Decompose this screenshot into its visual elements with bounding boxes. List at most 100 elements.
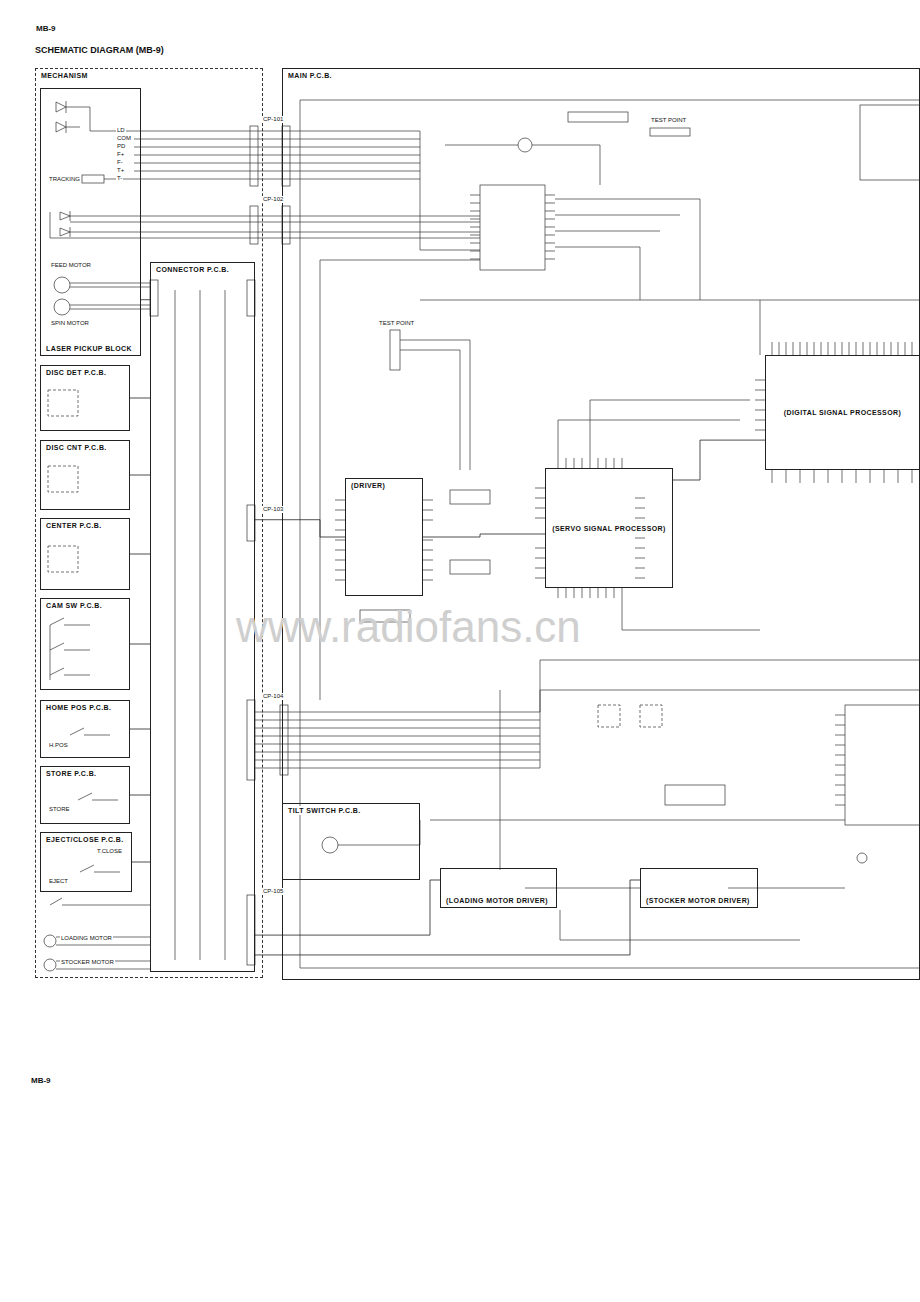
pcb-box: LASER PICKUP BLOCK	[40, 88, 141, 356]
signal-label: LOADING MOTOR	[60, 935, 113, 942]
connector-symbol	[282, 126, 290, 186]
wire	[400, 340, 470, 470]
signal-label: T-	[116, 175, 123, 182]
signal-label: STOCKER MOTOR	[60, 959, 115, 966]
node-title: (DIGITAL SIGNAL PROCESSOR)	[782, 408, 903, 417]
wire-connector	[130, 475, 150, 476]
node-title: (SERVO SIGNAL PROCESSOR)	[550, 524, 668, 533]
signal-label: CP-102	[262, 196, 284, 203]
test-point-connector	[390, 330, 400, 370]
signal-label: LD	[116, 127, 126, 134]
node-title: EJECT/CLOSE P.C.B.	[44, 835, 125, 844]
pcb-box: TILT SWITCH P.C.B.	[282, 803, 420, 880]
transistor-package	[598, 705, 620, 727]
ic-box: (SERVO SIGNAL PROCESSOR)	[545, 468, 673, 588]
wire	[555, 199, 700, 300]
tracking-coil	[82, 175, 104, 183]
node-title: STORE P.C.B.	[44, 769, 98, 778]
spin-motor-symbol	[54, 299, 70, 315]
signal-label: STORE	[48, 806, 71, 813]
switch-symbol	[70, 728, 110, 735]
wire-connector	[132, 862, 150, 863]
transistor-symbol	[518, 138, 532, 152]
signal-label: MB-9	[35, 24, 57, 34]
photo-interrupter	[48, 390, 78, 416]
signal-label: H.POS	[48, 742, 69, 749]
connector-symbol	[150, 280, 158, 316]
signal-label: COM	[116, 135, 132, 142]
test-point-connector	[650, 128, 690, 136]
wire-connector	[423, 534, 545, 537]
node-title: LASER PICKUP BLOCK	[44, 344, 134, 353]
pcb-box: STORE P.C.B.	[40, 766, 130, 824]
stocker-motor-symbol	[44, 959, 56, 971]
board-region: MAIN P.C.B. (DRIVER) (SERVO SIGNAL PROCESS…	[282, 68, 920, 980]
board-region: MECHANISM LASER PICKUP BLOCK CONNECTOR P.C…	[35, 68, 263, 978]
pcb-box: DISC CNT P.C.B.	[40, 440, 130, 510]
ic-box: (DRIVER)	[345, 478, 423, 596]
component-symbol	[857, 853, 867, 863]
signal-label: SPIN MOTOR	[50, 320, 90, 327]
feed-motor-symbol	[54, 277, 70, 293]
wire-connector	[130, 398, 150, 399]
wire-group	[44, 100, 920, 971]
mechanism-bus	[255, 712, 540, 768]
pcb-box: CENTER P.C.B.	[40, 518, 130, 590]
node-title: MAIN P.C.B.	[286, 71, 334, 80]
node-title: CAM SW P.C.B.	[44, 601, 104, 610]
ic-symbol	[860, 105, 920, 180]
connector-symbol	[250, 126, 258, 186]
capacitor-symbol	[450, 560, 490, 574]
motor-wires	[50, 898, 150, 969]
node-title: MECHANISM	[39, 71, 90, 80]
signal-label: FEED MOTOR	[50, 262, 92, 269]
signal-label: T.CLOSE	[96, 848, 123, 855]
wire-connector	[255, 520, 345, 537]
photodiode-symbol	[56, 121, 80, 133]
diode-symbol	[60, 211, 70, 237]
node-title: (LOADING MOTOR DRIVER)	[444, 896, 550, 905]
wire	[445, 145, 600, 185]
signal-label: CP-104	[262, 693, 284, 700]
wire-connector	[130, 729, 150, 730]
wire-connector	[130, 795, 150, 796]
signal-label: CP-105	[262, 888, 284, 895]
wire	[500, 660, 920, 870]
signal-label: EJECT	[48, 878, 69, 885]
connector-symbol	[250, 206, 258, 244]
node-title: (STOCKER MOTOR DRIVER)	[644, 896, 752, 905]
photo-interrupter	[48, 466, 78, 492]
pickup-bus	[50, 212, 480, 238]
coil-symbol	[568, 112, 628, 122]
node-title: CONNECTOR P.C.B.	[154, 265, 231, 274]
ic-box: (DIGITAL SIGNAL PROCESSOR)	[765, 355, 920, 470]
wire	[300, 100, 920, 968]
diagram-title: SCHEMATIC DIAGRAM (MB-9)	[35, 45, 164, 55]
wire-connector	[130, 644, 150, 645]
ic-symbol	[845, 705, 920, 825]
signal-label: F-	[116, 159, 124, 166]
signal-label: TEST POINT	[378, 320, 415, 327]
signal-label: CP-103	[262, 506, 284, 513]
loading-motor-symbol	[44, 935, 56, 947]
ic-symbol	[480, 185, 545, 270]
motor-wires	[70, 283, 150, 309]
ic-pins	[335, 500, 433, 580]
phototransistor-symbol	[322, 837, 338, 853]
switch-symbol	[50, 618, 90, 680]
signal-label: F+	[116, 151, 125, 158]
wire-connector	[673, 440, 765, 480]
signal-label: T+	[116, 167, 125, 174]
ic-pins	[835, 715, 845, 805]
ic-pins	[470, 195, 555, 259]
wire-connector	[130, 554, 150, 555]
ic-box: (LOADING MOTOR DRIVER)	[440, 868, 557, 908]
ic-box: (STOCKER MOTOR DRIVER)	[640, 868, 758, 908]
node-title: TILT SWITCH P.C.B.	[286, 806, 363, 815]
signal-label: CP-101	[262, 116, 284, 123]
node-title: DISC CNT P.C.B.	[44, 443, 109, 452]
node-title: HOME POS P.C.B.	[44, 703, 113, 712]
connector-symbol	[247, 895, 255, 965]
switch-symbol	[80, 865, 120, 872]
wire-connector	[141, 299, 150, 300]
